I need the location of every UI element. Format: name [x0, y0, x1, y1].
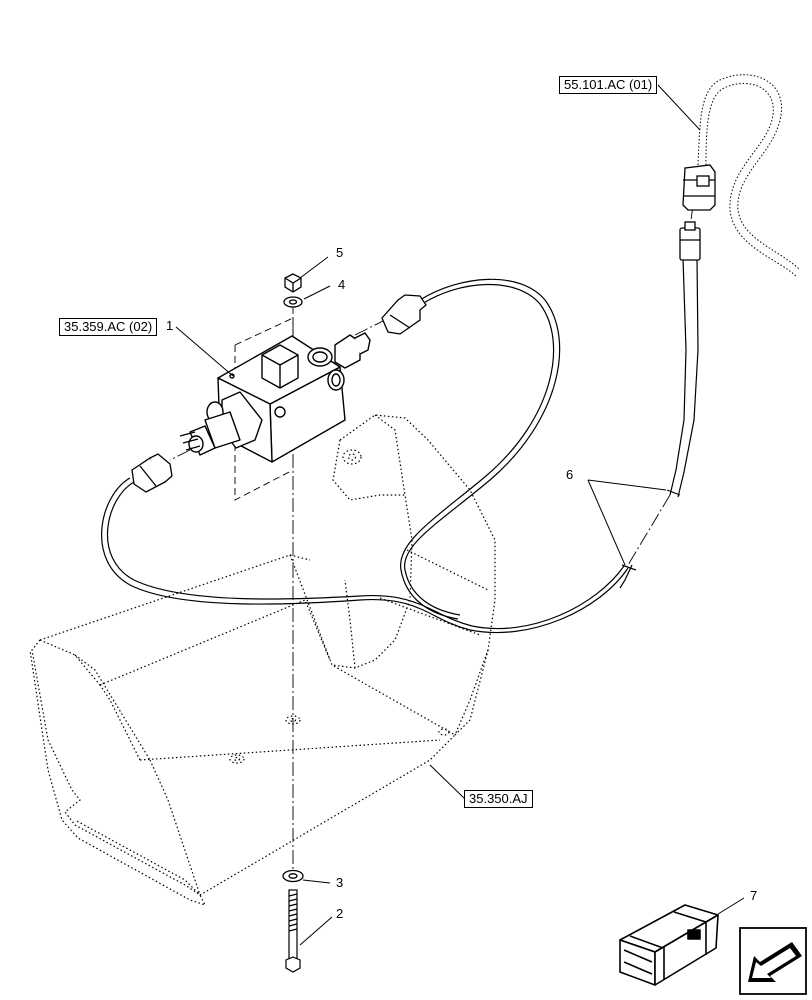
- wiring-harness: [101, 257, 699, 634]
- callout-bolt: 2: [336, 906, 344, 921]
- bracket-reference-link[interactable]: 35.350.AJ: [464, 790, 533, 808]
- upper-washer: [283, 296, 303, 308]
- callout-harness: 6: [566, 467, 574, 482]
- leader-lines: [175, 84, 745, 946]
- arrow-icon[interactable]: [739, 927, 807, 995]
- callout-upper-washer: 4: [338, 277, 346, 292]
- mounting-bracket: [29, 414, 496, 907]
- callout-lower-washer: 3: [336, 875, 344, 890]
- callout-kit: 7: [750, 888, 758, 903]
- callout-valve: 1: [166, 318, 174, 333]
- bolt-centerline: [169, 204, 694, 870]
- bolt: [285, 889, 301, 973]
- phantom-harness: [697, 74, 801, 277]
- harness-connectors: [131, 221, 701, 493]
- nut: [284, 273, 302, 293]
- crate-icon: [619, 904, 719, 986]
- callout-nut: 5: [336, 245, 344, 260]
- harness-reference-link[interactable]: 55.101.AC (01): [559, 76, 658, 94]
- valve-reference-link[interactable]: 35.359.AC (02): [59, 318, 158, 336]
- valve-block: [179, 332, 371, 463]
- valve-phantom-outline: [234, 317, 294, 501]
- lower-washer: [282, 869, 304, 883]
- mating-connector: [682, 164, 716, 211]
